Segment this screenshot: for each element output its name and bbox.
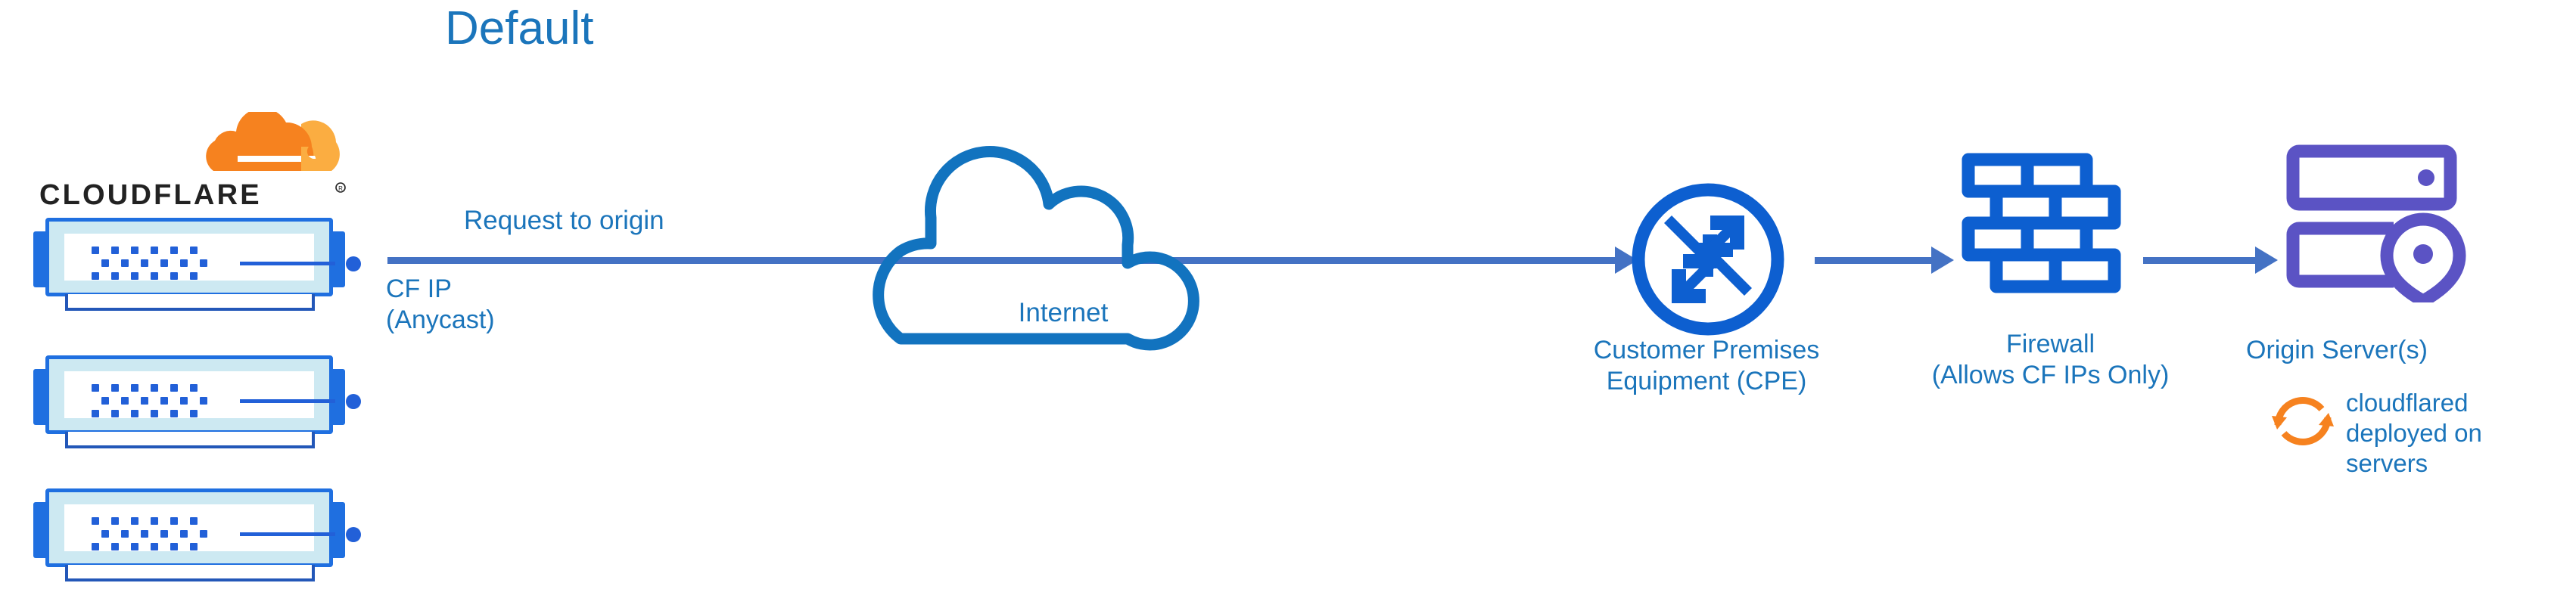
edge-node-label: CF IP (Anycast) (386, 274, 495, 334)
internet-node-label: Internet (1018, 298, 1109, 327)
rack-faceplate (64, 504, 361, 551)
page-title: Default (445, 2, 594, 54)
sync-circular-arrows-icon (2272, 397, 2334, 445)
rack-status-led (346, 394, 361, 409)
rack-status-led (346, 256, 361, 271)
rack-base (65, 565, 315, 581)
rack-port-grid (92, 517, 213, 550)
cpe-to-firewall-arrow-head (1931, 247, 1954, 274)
svg-text:R: R (338, 185, 343, 192)
cpe-to-firewall-arrow-line (1815, 257, 1931, 264)
cloudflare-cloud-logo-icon (206, 112, 340, 171)
firewall-to-origin-arrow-line (2143, 257, 2255, 264)
edge-server-rack-3 (33, 488, 361, 581)
rack-status-line (240, 262, 335, 265)
rack-chassis (45, 355, 361, 434)
rack-chassis (45, 218, 361, 296)
cpe-node-label: Customer Premises Equipment (CPE) (1593, 336, 1820, 395)
rack-status-line (240, 532, 335, 536)
rack-faceplate (64, 234, 361, 281)
edge-server-rack-2 (33, 355, 361, 448)
cloudflared-label: cloudflared deployed on servers (2346, 389, 2482, 477)
rack-faceplate (64, 371, 361, 418)
svg-text:CLOUDFLARE: CLOUDFLARE (39, 179, 262, 210)
origin-node-label: Origin Server(s) (2246, 336, 2428, 364)
router-four-arrows-icon (1632, 183, 1784, 336)
cloudflare-logo: CLOUDFLARE R (39, 112, 350, 210)
server-rack-location-pin-icon (2286, 144, 2466, 302)
rack-base (65, 432, 315, 448)
rack-port-grid (92, 247, 213, 280)
flow-label-request-to-origin: Request to origin (464, 206, 664, 235)
edge-server-rack-1 (33, 218, 361, 311)
request-to-origin-arrow-line (387, 257, 1615, 264)
rack-status-line (240, 399, 335, 403)
rack-chassis (45, 488, 361, 567)
cloudflare-wordmark: CLOUDFLARE R (39, 179, 346, 210)
rack-base (65, 294, 315, 311)
rack-port-grid (92, 384, 213, 417)
brick-wall-icon (1962, 153, 2121, 293)
rack-status-led (346, 527, 361, 542)
firewall-to-origin-arrow-head (2255, 247, 2278, 274)
firewall-node-label: Firewall (Allows CF IPs Only) (1931, 330, 2170, 389)
internet-cloud-icon (873, 146, 1199, 351)
